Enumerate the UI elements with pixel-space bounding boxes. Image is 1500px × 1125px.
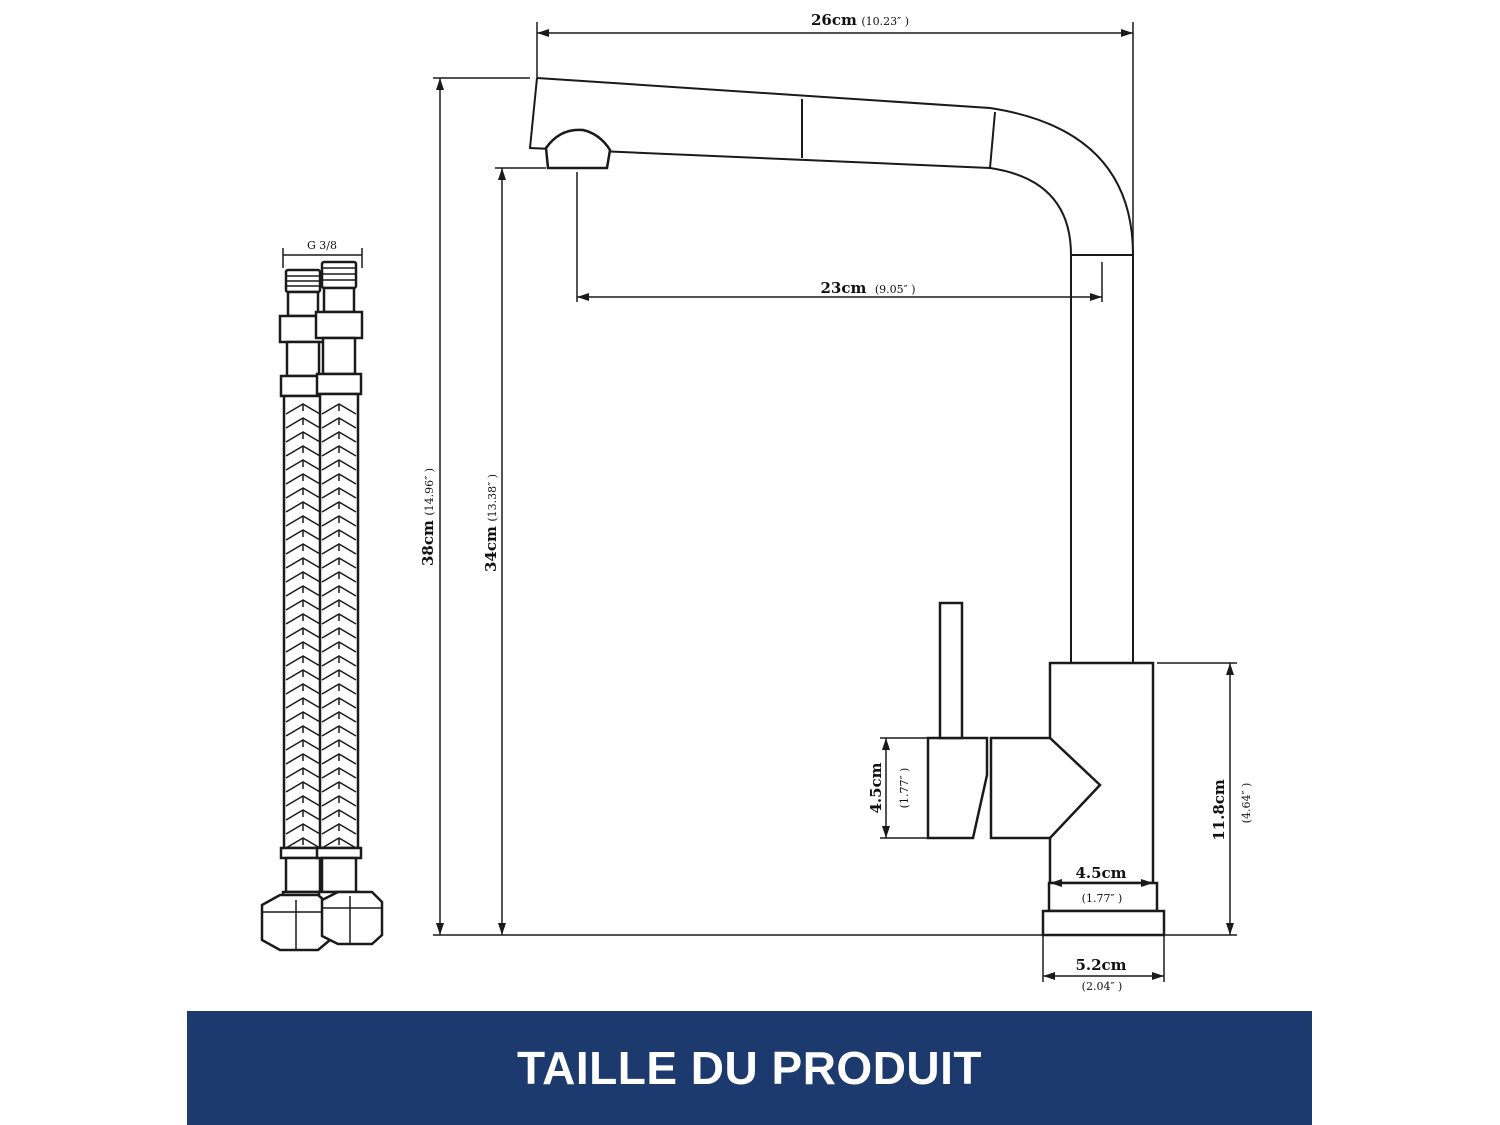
hex-nut-right — [320, 890, 384, 946]
product-dimension-diagram: G 3/8 — [260, 11, 1253, 993]
hose-illustration: G 3/8 — [260, 239, 384, 952]
reach-label: 23cm (9.05″ ) — [820, 279, 915, 297]
body-height-inches: (4.64″ ) — [1240, 783, 1253, 824]
base-diameter-inches: (2.04″ ) — [1082, 980, 1123, 993]
total-height-label: 38cm (14.96″ ) — [419, 468, 437, 566]
hex-nut-left — [260, 893, 332, 952]
banner-title: TAILLE DU PRODUIT — [516, 1042, 983, 1094]
body-diameter-value: 4.5cm — [1075, 864, 1126, 882]
handle-height-value: 4.5cm — [867, 762, 885, 813]
braid-pattern — [285, 403, 357, 849]
faucet-illustration — [528, 77, 1166, 937]
dimension-labels: 26cm (10.23″ ) 23cm (9.05″ ) 38cm (14.96… — [419, 11, 1253, 993]
title-banner: TAILLE DU PRODUIT — [187, 1011, 1312, 1125]
spout-height-label: 34cm (13.38″ ) — [482, 474, 500, 572]
handle-height-inches: (1.77″ ) — [898, 768, 911, 809]
dimension-lines — [433, 22, 1237, 982]
total-width-label: 26cm (10.23″ ) — [811, 11, 909, 29]
body-diameter-inches: (1.77″ ) — [1082, 892, 1123, 905]
thread-size-label: G 3/8 — [307, 239, 337, 252]
body-height-value: 11.8cm — [1210, 779, 1228, 841]
base-diameter-value: 5.2cm — [1075, 956, 1126, 974]
